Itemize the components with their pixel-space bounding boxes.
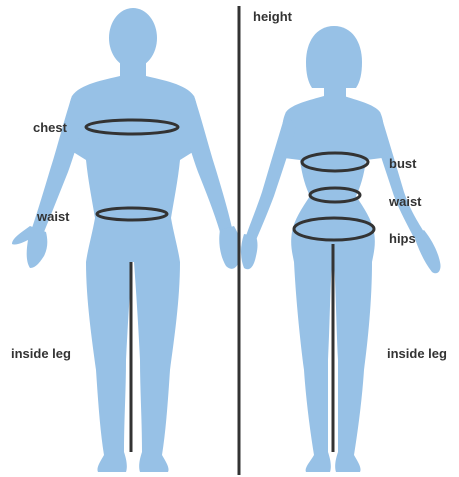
female-figure (241, 26, 441, 472)
male-right-arm (180, 96, 232, 232)
male-left-hand (12, 226, 47, 268)
male-head (109, 8, 157, 68)
male-torso (68, 76, 198, 262)
male-chest-label: chest (33, 121, 67, 134)
female-waist-label: waist (389, 195, 422, 208)
female-left-arm (246, 112, 296, 240)
female-torso (282, 96, 384, 262)
female-bust-label: bust (389, 157, 416, 170)
female-left-leg (294, 262, 332, 472)
female-head (306, 26, 362, 88)
female-inside-leg-label: inside leg (387, 347, 447, 360)
height-label: height (253, 10, 292, 23)
female-hips-label: hips (389, 232, 416, 245)
female-left-hand (241, 234, 258, 269)
male-left-leg (86, 262, 132, 472)
female-right-arm (372, 112, 424, 238)
female-right-leg (334, 262, 372, 472)
male-figure (12, 8, 241, 472)
male-waist-label: waist (37, 210, 70, 223)
male-inside-leg-label: inside leg (11, 347, 71, 360)
male-right-leg (134, 262, 180, 472)
female-right-hand (414, 230, 441, 273)
